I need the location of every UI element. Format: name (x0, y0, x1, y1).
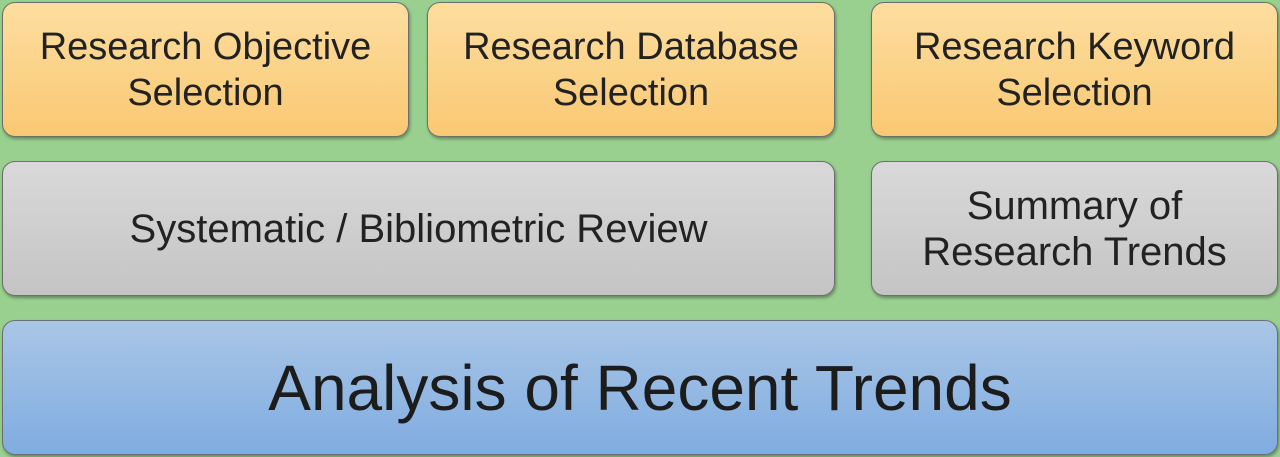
research-database-selection-box: Research Database Selection (427, 2, 835, 137)
research-keyword-selection-label: Research Keyword Selection (913, 25, 1236, 114)
summary-of-research-trends-label: Summary of Research Trends (922, 183, 1227, 274)
research-objective-selection-label: Research Objective Selection (39, 25, 372, 114)
research-database-selection-label: Research Database Selection (463, 25, 799, 114)
systematic-bibliometric-review-label: Systematic / Bibliometric Review (129, 206, 708, 251)
summary-of-research-trends-box: Summary of Research Trends (871, 161, 1278, 296)
analysis-of-recent-trends-label: Analysis of Recent Trends (268, 351, 1012, 424)
systematic-bibliometric-review-box: Systematic / Bibliometric Review (2, 161, 835, 296)
research-keyword-selection-box: Research Keyword Selection (871, 2, 1278, 137)
research-objective-selection-box: Research Objective Selection (2, 2, 409, 137)
analysis-of-recent-trends-box: Analysis of Recent Trends (2, 320, 1278, 455)
